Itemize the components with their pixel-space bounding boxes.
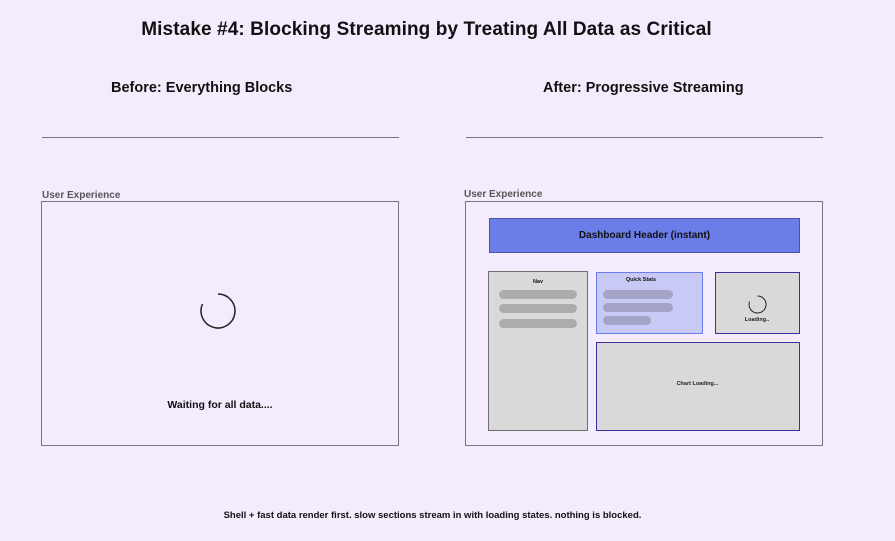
quick-stats-panel: Quick Stats bbox=[596, 272, 703, 334]
before-ux-box: Waiting for all data.... bbox=[41, 201, 399, 446]
quick-stats-skeleton-row bbox=[603, 303, 673, 312]
loading-text: Loading.. bbox=[744, 317, 770, 323]
waiting-status-text: Waiting for all data.... bbox=[167, 399, 273, 411]
page-title: Mistake #4: Blocking Streaming by Treati… bbox=[141, 19, 712, 40]
after-ux-box bbox=[465, 201, 823, 446]
dashboard-header: Dashboard Header (instant) bbox=[489, 218, 800, 253]
nav-panel: Nav bbox=[488, 271, 588, 431]
nav-skeleton-row bbox=[499, 319, 577, 328]
loading-panel: Loading.. bbox=[715, 272, 800, 334]
before-divider bbox=[42, 137, 399, 138]
after-heading: After: Progressive Streaming bbox=[543, 80, 744, 96]
nav-skeleton-row bbox=[499, 290, 577, 299]
loading-spinner-icon bbox=[748, 295, 767, 314]
quick-stats-title: Quick Stats bbox=[625, 277, 657, 283]
chart-loading-panel: Chart Loading... bbox=[596, 342, 800, 431]
chart-loading-text: Chart Loading... bbox=[676, 381, 719, 387]
after-ux-label: User Experience bbox=[464, 189, 543, 200]
footer-caption: Shell + fast data render first. slow sec… bbox=[223, 510, 642, 521]
nav-skeleton-row bbox=[499, 304, 577, 313]
quick-stats-skeleton-row bbox=[603, 290, 673, 299]
after-divider bbox=[466, 137, 823, 138]
quick-stats-skeleton-row bbox=[603, 316, 651, 325]
loading-spinner-icon bbox=[200, 293, 236, 329]
before-ux-label: User Experience bbox=[42, 190, 121, 201]
before-heading: Before: Everything Blocks bbox=[111, 80, 293, 96]
dashboard-header-label: Dashboard Header (instant) bbox=[578, 230, 711, 241]
nav-title: Nav bbox=[532, 279, 544, 285]
